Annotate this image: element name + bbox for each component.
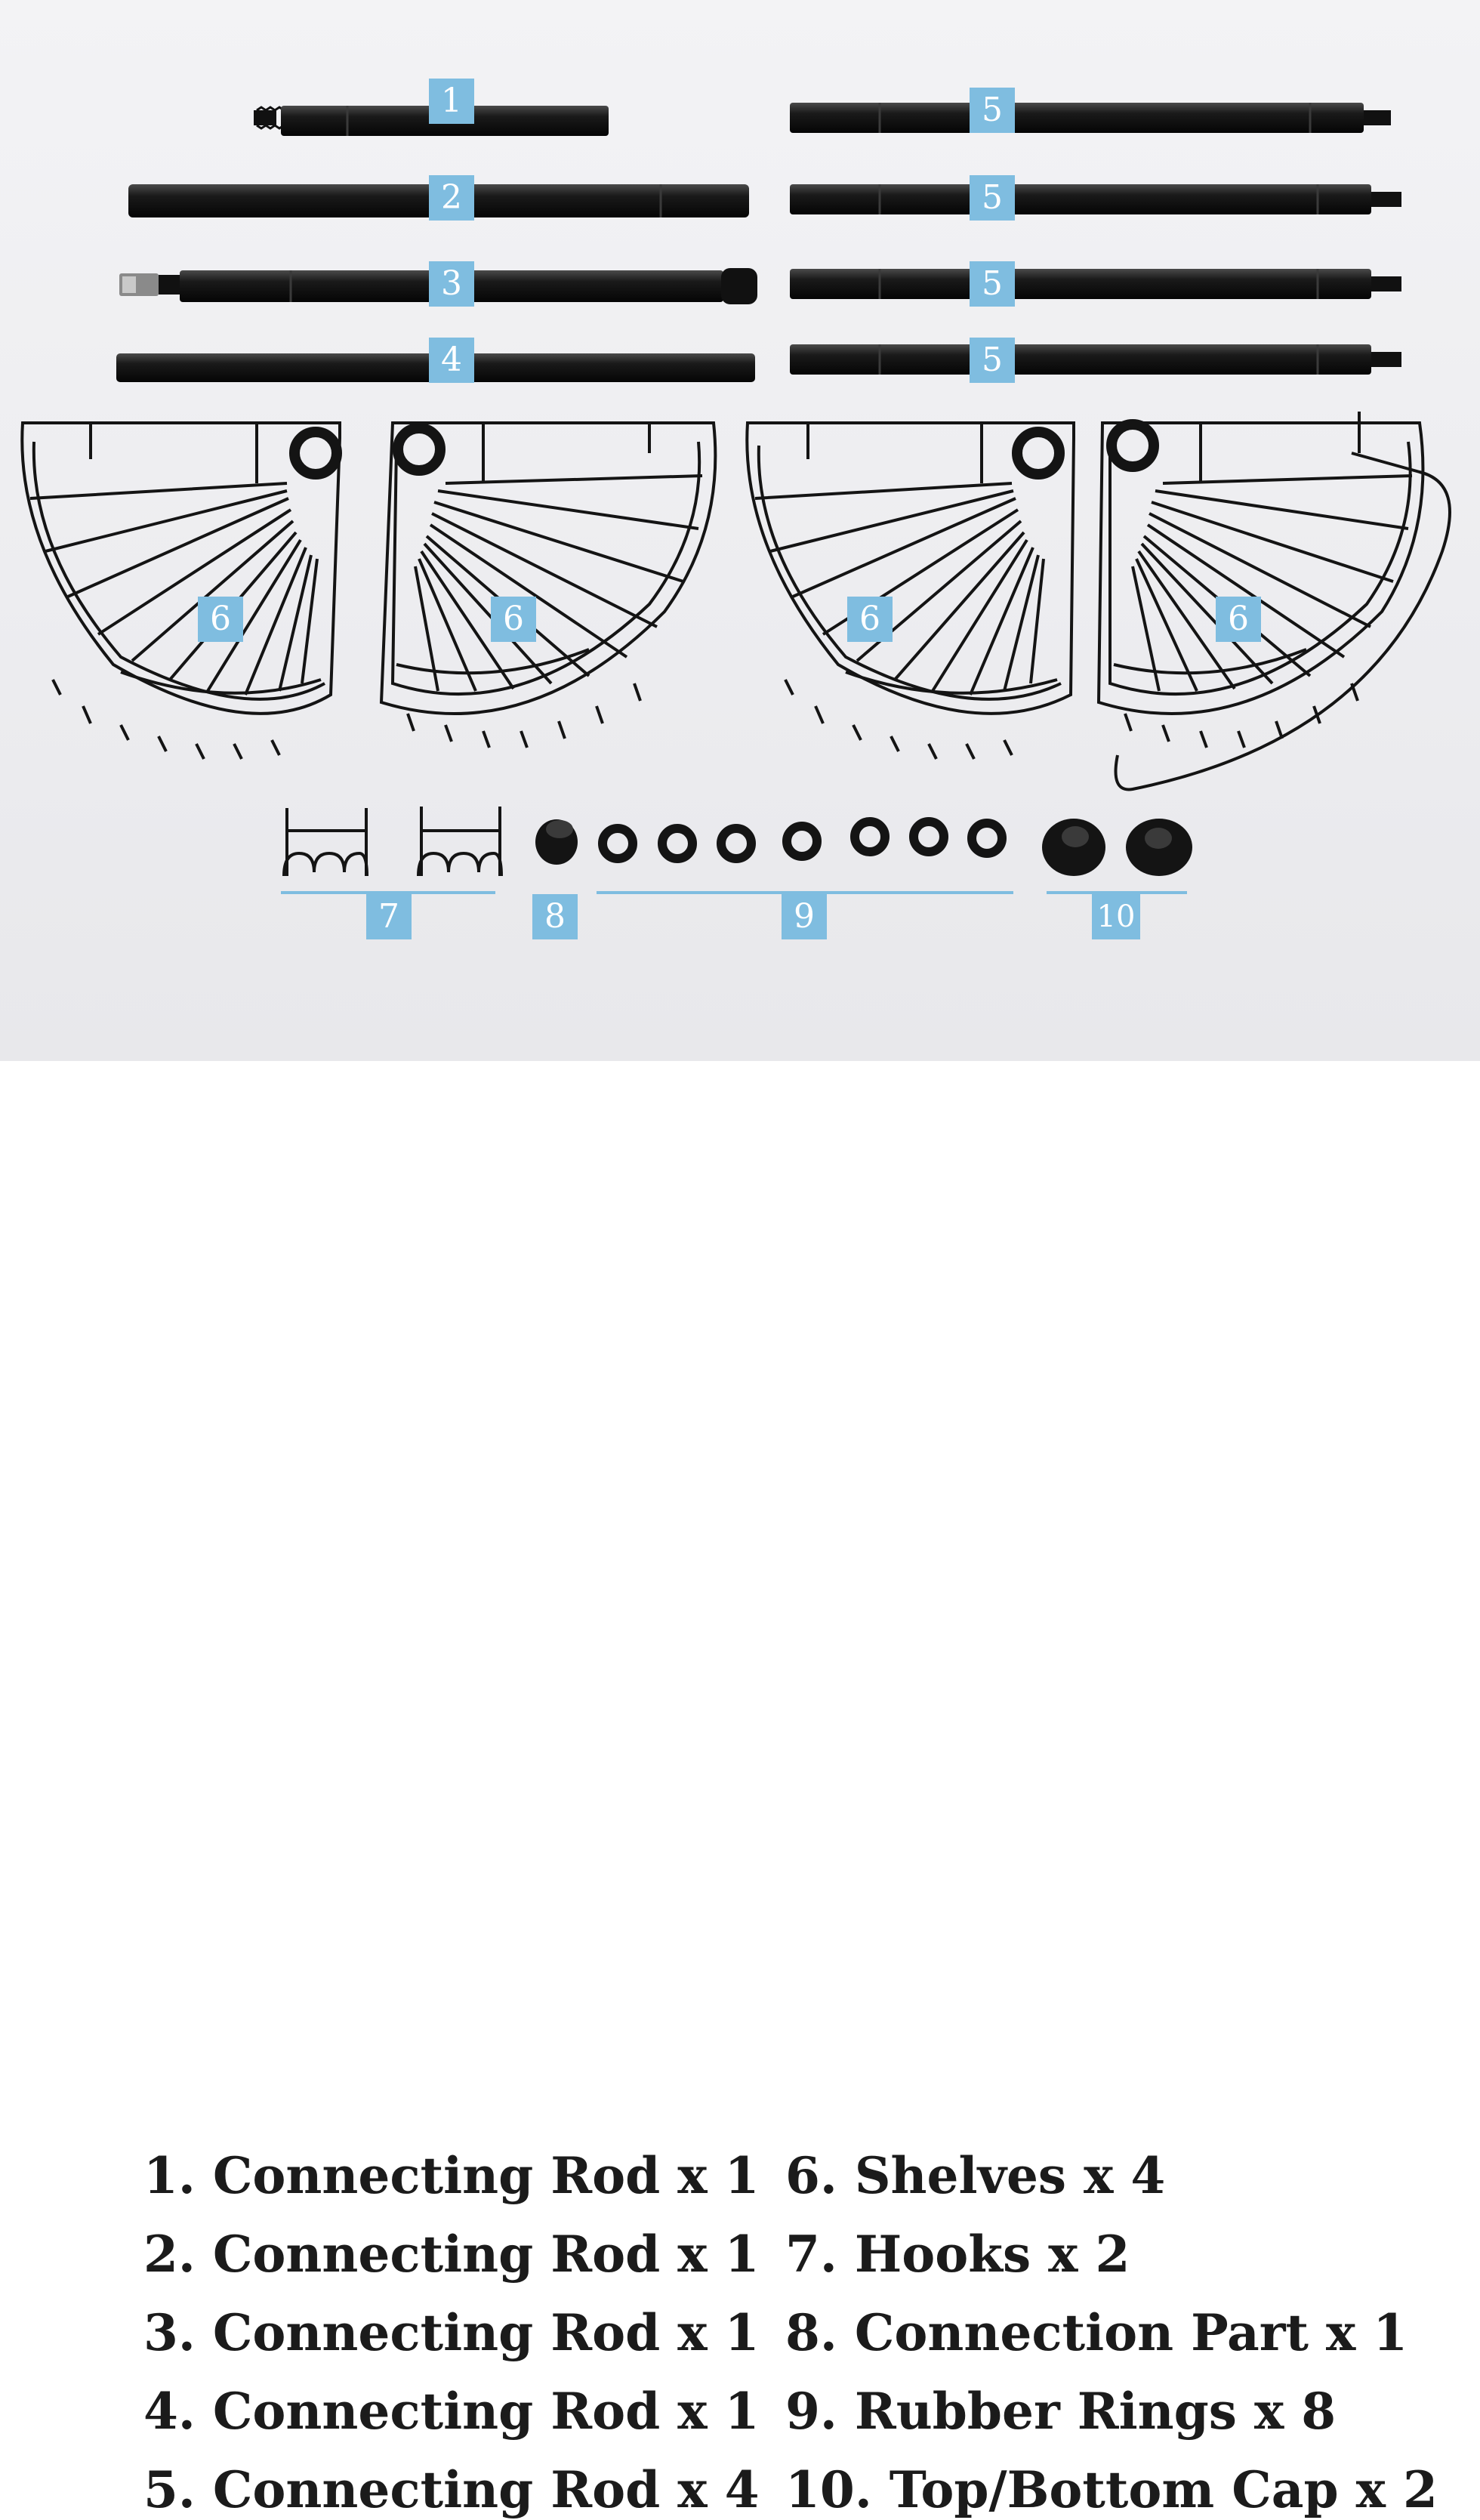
parts-photo: 1 2 3 4 5 5 5 5 6 6 6 6 7 8 9 10 xyxy=(0,0,1480,1061)
label-shelf-1: 6 xyxy=(198,597,243,642)
shelf-1 xyxy=(20,421,342,760)
connection-part xyxy=(535,819,578,865)
label-shelf-2: 6 xyxy=(491,597,536,642)
label-rod-5-c: 5 xyxy=(970,261,1015,307)
legend-item-4: 4. Connecting Rod x 1 xyxy=(143,2382,760,2441)
rod-5-d xyxy=(790,344,1401,375)
rubber-rings xyxy=(598,817,1007,863)
top-bottom-caps xyxy=(1042,819,1192,876)
legend-item-2: 2. Connecting Rod x 1 xyxy=(143,2225,760,2284)
legend-item-9: 9. Rubber Rings x 8 xyxy=(785,2382,1337,2441)
shelf-3 xyxy=(745,421,1075,760)
label-rod-5-a: 5 xyxy=(970,88,1015,133)
label-rod-3: 3 xyxy=(429,261,474,307)
label-connection-part: 8 xyxy=(532,894,578,939)
parts-legend: 1. Connecting Rod x 1 2. Connecting Rod … xyxy=(0,1061,1480,2519)
legend-item-6: 6. Shelves x 4 xyxy=(785,2146,1166,2205)
label-hooks: 7 xyxy=(366,894,412,939)
rod-5-c xyxy=(790,269,1401,299)
shelf-4 xyxy=(1096,412,1451,791)
shelf-2 xyxy=(379,421,717,748)
legend-item-3: 3. Connecting Rod x 1 xyxy=(143,2303,760,2362)
label-rod-5-d: 5 xyxy=(970,338,1015,383)
label-shelf-3: 6 xyxy=(847,597,893,642)
label-caps: 10 xyxy=(1092,894,1140,939)
rod-5-a xyxy=(790,103,1391,133)
legend-item-5: 5. Connecting Rod x 4 xyxy=(143,2460,760,2519)
parts-illustration xyxy=(20,103,1451,894)
label-rod-1: 1 xyxy=(429,79,474,124)
legend-item-7: 7. Hooks x 2 xyxy=(785,2225,1130,2284)
label-rod-5-b: 5 xyxy=(970,175,1015,221)
label-shelf-4: 6 xyxy=(1216,597,1261,642)
label-rod-4: 4 xyxy=(429,338,474,383)
legend-item-8: 8. Connection Part x 1 xyxy=(785,2303,1408,2362)
label-rubber-rings: 9 xyxy=(782,894,827,939)
legend-item-10: 10. Top/Bottom Cap x 2 xyxy=(785,2460,1438,2519)
label-rod-2: 2 xyxy=(429,175,474,221)
hooks xyxy=(282,807,503,877)
legend-item-1: 1. Connecting Rod x 1 xyxy=(143,2146,760,2205)
rod-5-b xyxy=(790,184,1401,214)
